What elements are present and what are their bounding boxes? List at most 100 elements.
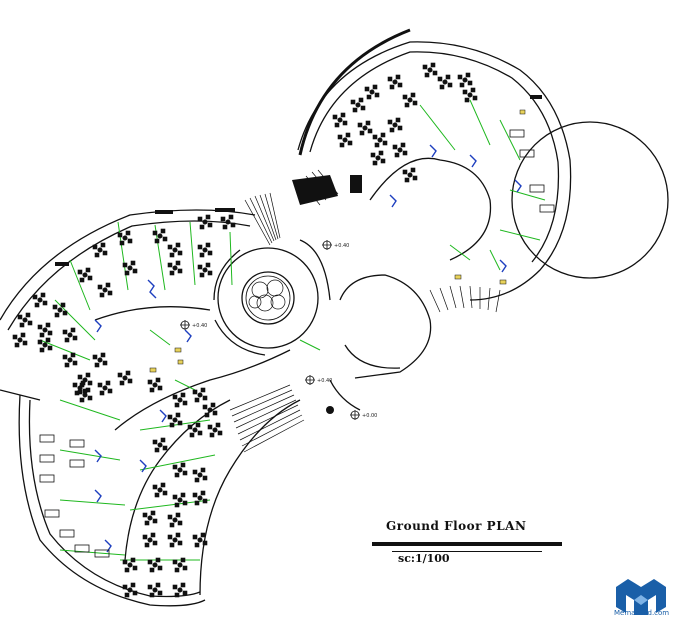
desk-chair	[197, 264, 203, 270]
desk-chair	[334, 122, 340, 128]
workstation	[127, 265, 133, 271]
desk-chair	[395, 74, 401, 80]
drawing-scale: sc:1/100	[398, 552, 450, 565]
workstation	[355, 102, 361, 108]
desk-chair	[167, 414, 173, 420]
desk-chair	[100, 352, 106, 358]
desk-chair	[99, 292, 105, 298]
desk-chair	[85, 267, 91, 273]
desk-chair	[130, 557, 136, 563]
desk-chair	[194, 477, 200, 483]
workstation	[369, 89, 375, 95]
desk-chair	[205, 214, 211, 220]
desk-chair	[400, 142, 406, 148]
desk-chair	[132, 565, 138, 571]
desk-chair	[410, 92, 416, 98]
level-label: +0.40	[192, 323, 207, 329]
desk-chair	[192, 492, 198, 498]
desk-chair	[64, 362, 70, 368]
desk-chair	[169, 522, 175, 528]
desk-chair	[62, 329, 68, 335]
desk-chair	[412, 175, 418, 181]
desk-chair	[230, 222, 236, 228]
desk-chair	[25, 312, 31, 318]
workstation	[212, 427, 218, 433]
desk-chair	[74, 390, 80, 396]
workstation	[202, 247, 208, 253]
workstation	[122, 235, 128, 241]
desk-chair	[195, 422, 201, 428]
desk-chair	[464, 97, 470, 103]
meeting-table	[69, 439, 85, 448]
workstation	[427, 67, 433, 73]
desk-chair	[402, 169, 408, 175]
desk-chair	[387, 76, 393, 82]
desk-chair	[212, 410, 218, 416]
desk-chair	[64, 337, 70, 343]
desk-chair	[365, 120, 371, 126]
desk-chair	[160, 228, 166, 234]
desk-chair	[217, 430, 223, 436]
desk-chair	[467, 80, 473, 86]
desk-chair	[202, 498, 208, 504]
workstation	[152, 587, 158, 593]
desk-chair	[87, 380, 93, 386]
desk-chair	[380, 132, 386, 138]
desk-chair	[194, 500, 200, 506]
meeting-table	[59, 529, 75, 538]
desk-chair	[422, 64, 428, 70]
desk-chair	[45, 322, 51, 328]
desk-chair	[374, 92, 380, 98]
workstation	[202, 219, 208, 225]
desk-chair	[445, 74, 451, 80]
desk-chair	[177, 520, 183, 526]
desk-chair	[172, 584, 178, 590]
desk-chair	[62, 310, 68, 316]
workstation	[197, 392, 203, 398]
desk-chair	[204, 412, 210, 418]
circular-terrace-outline	[511, 121, 669, 279]
workstation	[172, 417, 178, 423]
desk-chair	[105, 380, 111, 386]
meeting-table	[509, 129, 525, 138]
desk-chair	[147, 379, 153, 385]
desk-chair	[152, 439, 158, 445]
desk-chair	[397, 82, 403, 88]
desk-chair	[372, 134, 378, 140]
desk-chair	[92, 244, 98, 250]
desk-chair	[172, 464, 178, 470]
desk-chair	[182, 470, 188, 476]
workstation	[147, 515, 153, 521]
desk-chair	[372, 160, 378, 166]
desk-chair	[177, 268, 183, 274]
desk-chair	[34, 302, 40, 308]
workstation	[97, 247, 103, 253]
desk-chair	[102, 360, 108, 366]
workstation	[42, 342, 48, 348]
workstation	[127, 587, 133, 593]
desk-chair	[167, 244, 173, 250]
desk-chair	[94, 362, 100, 368]
desk-chair	[152, 230, 158, 236]
desk-chair	[182, 500, 188, 506]
desk-chair	[397, 125, 403, 131]
desk-chair	[202, 540, 208, 546]
workstation	[147, 537, 153, 543]
desk-chair	[117, 372, 123, 378]
workstation	[407, 97, 413, 103]
central-lobby	[217, 247, 319, 349]
desk-chair	[352, 107, 358, 113]
desk-chair	[364, 86, 370, 92]
meeting-table	[39, 434, 55, 443]
workstation	[97, 357, 103, 363]
workstation	[172, 247, 178, 253]
workstation	[157, 442, 163, 448]
desk-chair	[39, 347, 45, 353]
desk-chair	[124, 592, 130, 598]
workstation	[177, 397, 183, 403]
workstation	[225, 219, 231, 225]
desk-chair	[174, 402, 180, 408]
workstation	[202, 267, 208, 273]
workstation	[82, 392, 88, 398]
desk-chair	[19, 322, 25, 328]
